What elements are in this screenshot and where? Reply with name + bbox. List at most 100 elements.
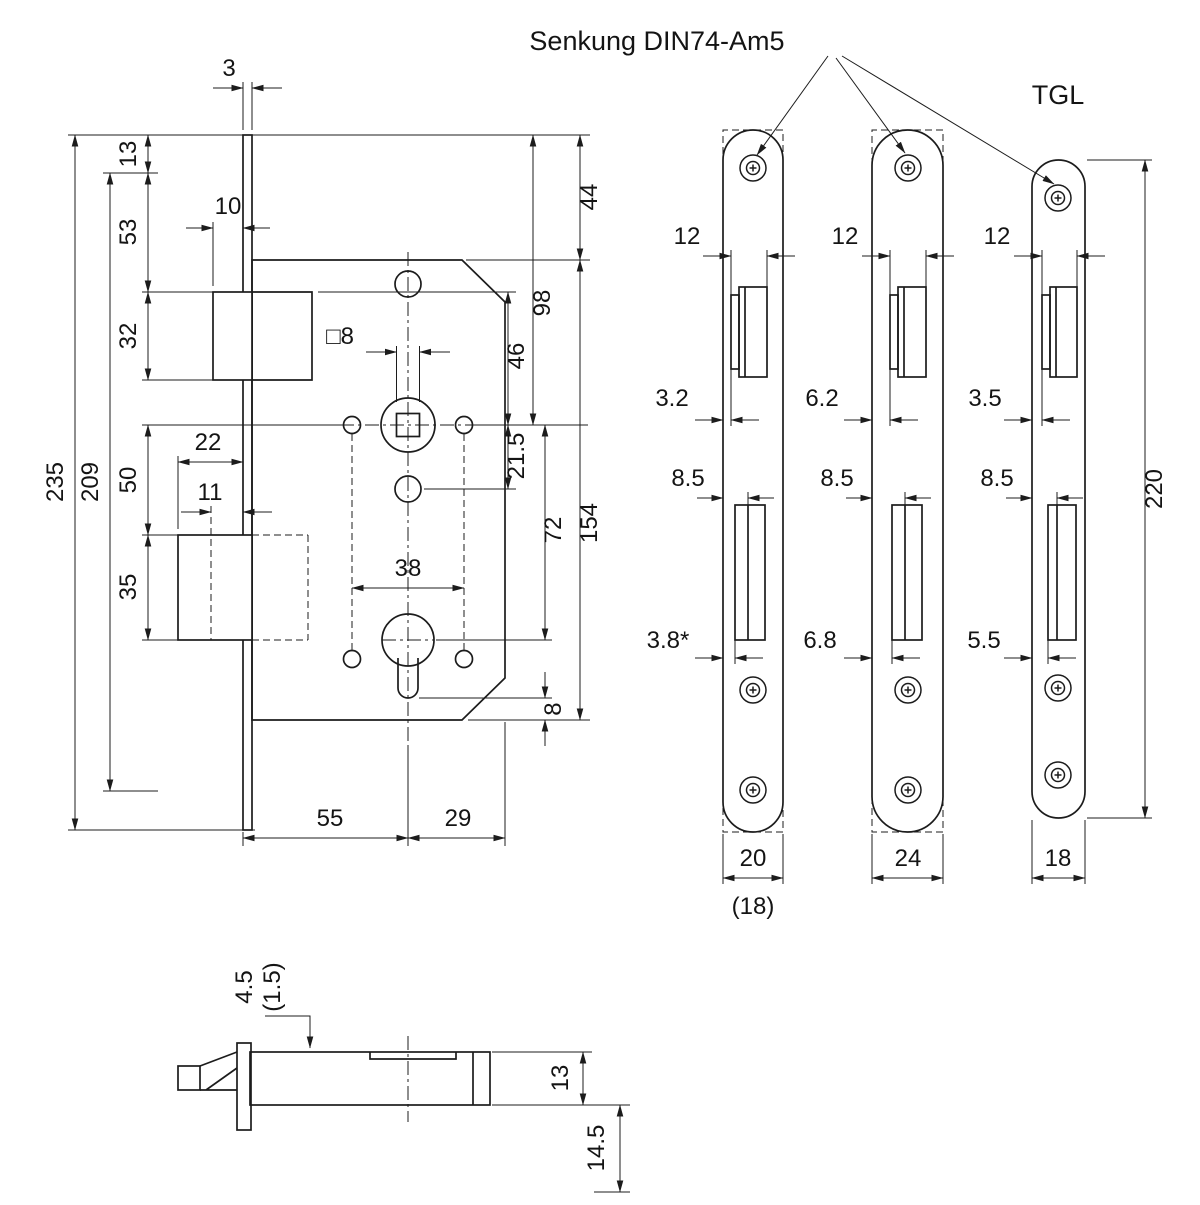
- cylinder-screw-hole-right: [454, 649, 474, 669]
- dim-72-label: 72: [540, 517, 567, 544]
- lock-faceplate: [242, 134, 253, 831]
- profile-cylinder-slot: [397, 658, 419, 699]
- latch-bolt: [212, 291, 253, 381]
- dim-3: 3: [213, 55, 282, 92]
- dim-29: 29: [407, 805, 506, 842]
- follower-hub: [380, 397, 436, 453]
- dim-square8: □8: [326, 323, 450, 356]
- latch-dim-13-label: 13: [547, 1065, 574, 1092]
- dim-38-label: 38: [395, 555, 422, 582]
- plate3-latch-lip: [1041, 294, 1051, 370]
- plate3-dim-18: 18: [1031, 845, 1086, 882]
- plate3-bolt-opening: [1047, 504, 1077, 641]
- face-plate-1: 12 3.2 8.5 3.8* 20 (18): [647, 129, 795, 920]
- plate1-square-end-alt: [722, 129, 784, 833]
- plate2-dim-12: 12: [832, 223, 954, 260]
- faceplate-section: [236, 1042, 252, 1131]
- dim-13-label: 13: [115, 141, 142, 168]
- cylinder-screw-hole-left: [342, 649, 362, 669]
- dim-44: 44: [576, 134, 603, 261]
- plate1-latch-lip: [730, 294, 740, 370]
- plate3-dim-12: 12: [984, 223, 1105, 260]
- plate2-dim-8-5-label: 8.5: [820, 465, 853, 492]
- dim-32-label: 32: [115, 323, 142, 350]
- dim-72: 72: [540, 424, 567, 641]
- plate1-dim-20: 20 (18): [722, 845, 784, 920]
- dim-13: 13: [115, 134, 152, 174]
- plate2-dim-6-2-label: 6.2: [805, 385, 838, 412]
- latch-head-bevel: [199, 1051, 238, 1091]
- tgl-label: TGL: [1032, 80, 1085, 110]
- plate2-dim-6-8: 6.8: [803, 627, 920, 662]
- handle-screw-hole-right: [454, 415, 474, 435]
- plate1-dim-12: 12: [674, 223, 795, 260]
- dim-11-label: 11: [198, 479, 223, 506]
- plate1-dim-3-2-label: 3.2: [655, 385, 688, 412]
- screw-hole-connectors: [351, 434, 465, 650]
- plate3-dim-3-5-label: 3.5: [968, 385, 1001, 412]
- dim-55-label: 55: [317, 805, 344, 832]
- plate1-dim-8-5-label: 8.5: [671, 465, 704, 492]
- plate3-dim-18-label: 18: [1045, 845, 1072, 872]
- dim-22-label: 22: [195, 429, 222, 456]
- spindle-square-hole: [395, 412, 421, 438]
- countersink-note: Senkung DIN74-Am5: [529, 26, 784, 56]
- dim-11: 11: [181, 479, 272, 516]
- latch-bolt-tail: [252, 291, 313, 381]
- profile-cylinder-hole: [381, 613, 435, 667]
- plate3-dim-5-5-label: 5.5: [967, 627, 1000, 654]
- dim-38: 38: [351, 555, 465, 592]
- latch-dim-13: 13: [492, 1051, 630, 1106]
- plate3-dim-5-5: 5.5: [967, 627, 1076, 662]
- dim-98-label: 98: [529, 290, 556, 317]
- plate1-outline: [722, 129, 784, 833]
- plate1-dim-12-label: 12: [674, 223, 701, 250]
- dim-50-label: 50: [115, 467, 142, 494]
- plate2-outline: [871, 129, 944, 833]
- plate3-dim-220-label: 220: [1141, 469, 1168, 509]
- dim-154: 154: [576, 259, 603, 721]
- plate3-outline: [1031, 159, 1086, 819]
- countersink-leader-2: [835, 57, 906, 154]
- dim-8: 8: [540, 672, 567, 746]
- face-plates: 12 3.2 8.5 3.8* 20 (18): [647, 129, 1168, 920]
- plate2-dim-24: 24: [871, 845, 944, 882]
- dim-154-label: 154: [576, 503, 603, 543]
- plate2-dim-6-2: 6.2: [805, 385, 918, 424]
- plate3-dim-220: 220: [1141, 159, 1168, 819]
- latch-spring-slot: [369, 1052, 457, 1060]
- plate2-bolt-opening: [891, 504, 923, 641]
- dim-10-label: 10: [215, 193, 242, 220]
- dim-8-label: 8: [540, 702, 567, 715]
- dim-44-label: 44: [576, 184, 603, 211]
- dim-square8-label: □8: [326, 323, 354, 350]
- latch-dim-4-5-label: 4.5: [231, 970, 258, 1003]
- latch-bolt-side-view: 4.5 (1.5) 13 14.5: [177, 962, 630, 1193]
- dim-53-label: 53: [115, 219, 142, 246]
- plate1-dim-18alt-label: (18): [732, 893, 775, 920]
- face-plate-2: 12 6.2 8.5 6.8 24: [803, 129, 954, 884]
- annotations: Senkung DIN74-Am5 TGL: [529, 26, 1085, 185]
- dim-55: 55: [242, 805, 409, 842]
- dim-98: 98: [529, 134, 556, 426]
- plate2-dim-6-8-label: 6.8: [803, 627, 836, 654]
- latch-head-tip: [177, 1065, 201, 1091]
- dim-32: 32: [115, 291, 152, 381]
- plate2-dim-24-label: 24: [895, 845, 922, 872]
- dim-10: 10: [186, 193, 270, 232]
- dim-235: 235: [42, 134, 79, 831]
- plate3-dim-8-5-label: 8.5: [980, 465, 1013, 492]
- dim-29-label: 29: [445, 805, 472, 832]
- lock-body-front-view: 3 10 13 53 32 50 35 209: [42, 55, 603, 846]
- dim-53: 53: [115, 172, 152, 293]
- dim-22: 22: [177, 429, 244, 466]
- dim-35: 35: [115, 534, 152, 641]
- latch-dim-1-5-label: (1.5): [259, 962, 286, 1011]
- latch-body: [249, 1051, 491, 1106]
- plate1-bolt-opening: [734, 504, 766, 641]
- dim-50: 50: [115, 424, 152, 536]
- dim-209-label: 209: [77, 462, 104, 502]
- countersink-leader-1: [756, 55, 829, 156]
- plate1-dim-3-8-label: 3.8*: [647, 627, 690, 654]
